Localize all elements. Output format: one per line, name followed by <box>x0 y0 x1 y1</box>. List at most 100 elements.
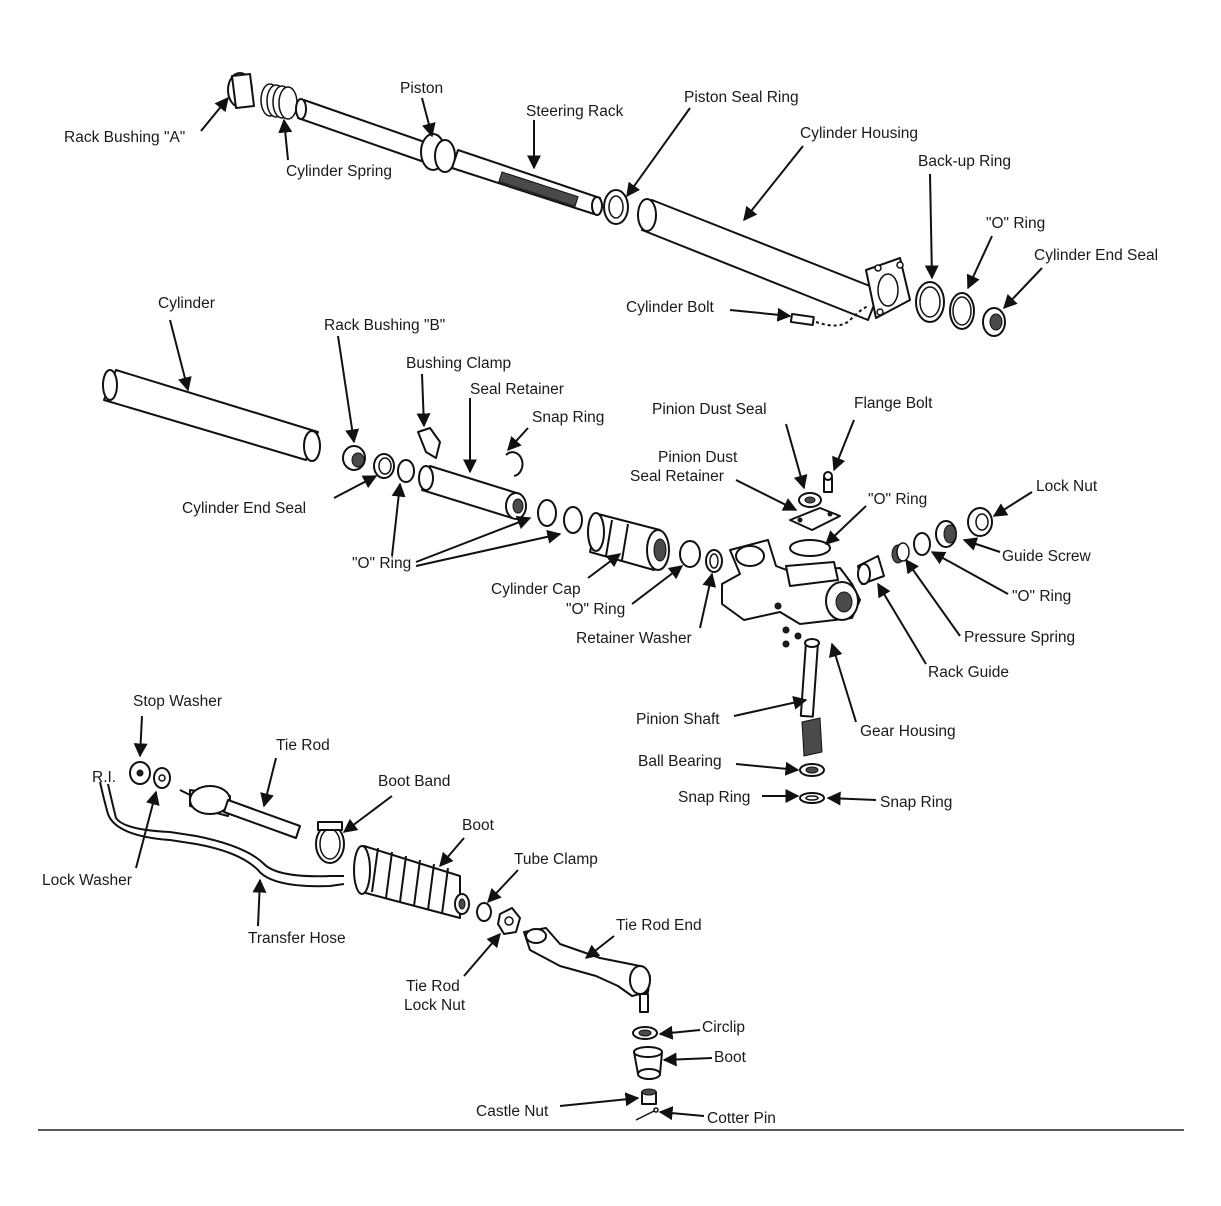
label-cylinder-end-seal-mid: Cylinder End Seal <box>182 500 306 517</box>
pinion-shaft-part <box>782 626 823 757</box>
boot-end-part <box>633 1046 663 1080</box>
label-tie-rod: Tie Rod <box>276 737 330 754</box>
piston-seal-ring-part <box>603 189 629 225</box>
cylinder-end-seal-top-part <box>982 307 1006 337</box>
o-ring-guide-part <box>913 532 931 556</box>
label-cylinder-housing: Cylinder Housing <box>800 125 918 142</box>
cotter-pin-part <box>635 1107 659 1121</box>
label-rack-bushing-b: Rack Bushing "B" <box>324 317 445 334</box>
lock-washer-part <box>153 767 171 789</box>
label-tie-rod-lock-nut-1: Tie Rod <box>406 978 460 995</box>
rack-bushing-b-part <box>342 445 366 471</box>
label-pressure-spring: Pressure Spring <box>964 629 1075 646</box>
label-snap-ring-right: Snap Ring <box>880 794 952 811</box>
rack-bushing-a-part <box>227 72 255 109</box>
gear-housing-part <box>721 539 861 625</box>
label-o-ring-top: "O" Ring <box>986 215 1045 232</box>
boot-rack-part <box>353 845 470 919</box>
label-cylinder-cap: Cylinder Cap <box>491 581 581 598</box>
stop-washer-part <box>129 761 151 785</box>
circlip-part <box>632 1026 658 1040</box>
label-guide-screw: Guide Screw <box>1002 548 1092 565</box>
snap-ring-mid-part <box>505 451 524 477</box>
o-ring-pinion-part <box>789 539 831 557</box>
label-pinion-shaft: Pinion Shaft <box>636 711 720 728</box>
label-cylinder-spring: Cylinder Spring <box>286 163 392 180</box>
label-tie-rod-end: Tie Rod End <box>616 917 702 934</box>
label-gear-housing: Gear Housing <box>860 723 956 740</box>
label-retainer-washer: Retainer Washer <box>576 630 692 647</box>
label-cylinder: Cylinder <box>158 295 215 312</box>
seal-retainer-part <box>418 465 527 520</box>
hose-end-marks: R.I. <box>92 769 116 786</box>
label-o-ring-left: "O" Ring <box>352 555 411 572</box>
tie-rod-end-part <box>523 927 651 1013</box>
label-back-up-ring: Back-up Ring <box>918 153 1011 170</box>
label-cylinder-bolt: Cylinder Bolt <box>626 299 715 316</box>
rack-guide-part <box>857 555 885 585</box>
tie-rod-lock-nut-part <box>497 907 521 935</box>
label-snap-ring-mid: Snap Ring <box>532 409 604 426</box>
label-o-ring-pinion: "O" Ring <box>868 491 927 508</box>
label-ball-bearing: Ball Bearing <box>638 753 722 770</box>
label-o-ring-guide: "O" Ring <box>1012 588 1071 605</box>
label-pinion-dust-seal: Pinion Dust Seal <box>652 401 767 418</box>
label-cotter-pin: Cotter Pin <box>707 1110 776 1127</box>
cylinder-housing-part <box>637 198 911 321</box>
bushing-clamp-part <box>417 427 441 459</box>
label-lock-nut: Lock Nut <box>1036 478 1098 495</box>
o-ring-pair-part <box>537 499 583 534</box>
label-o-ring-cap: "O" Ring <box>566 601 625 618</box>
boot-band-part <box>315 821 345 864</box>
transfer-hose-part: R.I. <box>92 769 345 888</box>
retainer-washer-part <box>705 549 723 573</box>
o-ring-top-part <box>949 292 975 330</box>
label-rack-guide: Rack Guide <box>928 664 1009 681</box>
tie-rod-part <box>179 785 301 839</box>
steering-rack-part <box>295 98 603 216</box>
back-up-ring-part <box>915 281 945 323</box>
cylinder-bolt-part <box>789 305 869 327</box>
leader-lines <box>133 96 1043 1121</box>
label-snap-ring-left: Snap Ring <box>678 789 750 806</box>
o-ring-left-part <box>397 459 415 483</box>
label-boot-band: Boot Band <box>378 773 450 790</box>
lock-nut-top-part <box>967 507 993 537</box>
label-boot-end: Boot <box>714 1049 747 1066</box>
flange-bolt-part <box>823 471 833 493</box>
pinion-dust-seal-part <box>798 492 822 508</box>
cylinder-part <box>102 369 321 462</box>
label-boot-rack: Boot <box>462 817 495 834</box>
cylinder-cap-part <box>587 512 670 571</box>
castle-nut-part <box>641 1088 657 1105</box>
labels: Rack Bushing "A" Cylinder Spring Piston … <box>42 80 1158 1127</box>
label-steering-rack: Steering Rack <box>526 103 624 120</box>
pressure-spring-part <box>891 542 910 564</box>
label-castle-nut: Castle Nut <box>476 1103 549 1120</box>
label-cylinder-end-seal-top: Cylinder End Seal <box>1034 247 1158 264</box>
label-rack-bushing-a: Rack Bushing "A" <box>64 129 185 146</box>
label-circlip: Circlip <box>702 1019 745 1036</box>
cylinder-end-seal-mid-part <box>373 453 395 479</box>
label-transfer-hose: Transfer Hose <box>248 930 346 947</box>
ball-bearing-part <box>799 763 825 777</box>
label-lock-washer: Lock Washer <box>42 872 132 889</box>
cylinder-spring-part <box>260 83 298 120</box>
label-tie-rod-lock-nut-2: Lock Nut <box>404 997 466 1014</box>
label-piston: Piston <box>400 80 443 97</box>
pinion-dust-seal-retainer-part <box>789 507 841 531</box>
label-seal-retainer: Seal Retainer <box>470 381 564 398</box>
label-flange-bolt: Flange Bolt <box>854 395 933 412</box>
o-ring-cap-part <box>679 540 701 568</box>
label-tube-clamp: Tube Clamp <box>514 851 598 868</box>
label-piston-seal-ring: Piston Seal Ring <box>684 89 799 106</box>
tube-clamp-part <box>476 902 492 922</box>
label-pinion-dust-seal-retainer-1: Pinion Dust <box>658 449 738 466</box>
guide-screw-part <box>935 520 957 548</box>
snap-ring-bottom-part <box>799 792 825 804</box>
label-stop-washer: Stop Washer <box>133 693 222 710</box>
label-pinion-dust-seal-retainer-2: Seal Retainer <box>630 468 724 485</box>
label-bushing-clamp: Bushing Clamp <box>406 355 511 372</box>
